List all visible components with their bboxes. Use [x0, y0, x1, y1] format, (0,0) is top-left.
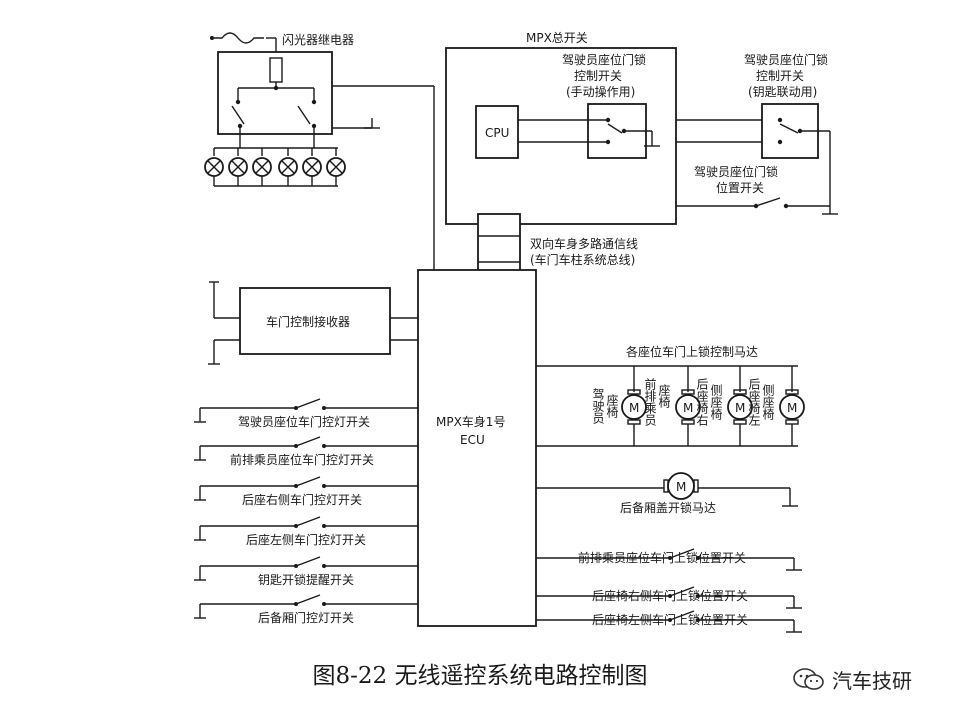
door-lock-motors-title: 各座位车门上锁控制马达 [626, 344, 758, 359]
watermark: 汽车技研 [792, 664, 912, 694]
seat-motor-1: M [621, 366, 647, 446]
left-switches: 驾驶员座位车门控灯开关前排乘员座位车门控灯开关后座右侧车门控灯开关后座左侧车门控… [194, 398, 418, 625]
door-receiver: 车门控制接收器 [208, 281, 418, 365]
left-switch-4: 后座左侧车门控灯开关 [194, 516, 418, 547]
lamp-5 [302, 148, 322, 186]
signal-lamps [204, 148, 346, 186]
lamp-6 [326, 148, 346, 186]
svg-text:后座椅右: 后座椅右 [695, 378, 709, 426]
motor-icon [621, 394, 647, 420]
left-switch-label: 驾驶员座位车门控灯开关 [238, 414, 370, 429]
seat-motor-label-driver: 驾驶员 座椅 [591, 388, 619, 425]
right-switch-2: 后座椅右侧车门上锁位置开关 [536, 586, 802, 609]
motor-symbol: M [735, 401, 745, 415]
bus-label-line2: (车门车柱系统总线) [530, 252, 635, 267]
right-switch-label: 后座椅右侧车门上锁位置开关 [592, 588, 748, 603]
left-switch-2: 前排乘员座位车门控灯开关 [194, 436, 418, 467]
ecu-label-line1: MPX车身1号 [436, 414, 505, 429]
trunk-motor-label: 后备厢盖开锁马达 [620, 500, 716, 515]
left-switch-label: 后座右侧车门控灯开关 [242, 492, 362, 507]
right-switch-label: 前排乘员座位车门上锁位置开关 [578, 550, 746, 565]
right-switch-3: 后座椅左侧车门上锁位置开关 [536, 610, 802, 633]
seat-motor-labels: 驾驶员 座椅 前排乘员 座椅 后座椅右 侧座椅 后座椅左 侧座椅 [591, 377, 775, 427]
driver-lock-switch-key: 驾驶员座位门锁 控制开关 (钥匙联动用) [744, 52, 838, 215]
lamp-1 [204, 148, 224, 186]
figure-caption: 图8-22 无线遥控系统电路控制图 [312, 663, 648, 689]
svg-text:后座椅左: 后座椅左 [747, 378, 761, 426]
motor-icon [779, 394, 805, 420]
motor-symbol: M [683, 401, 693, 415]
seat-motor-4: M [779, 366, 805, 446]
motor-symbol: M [629, 401, 639, 415]
left-switch-3: 后座右侧车门控灯开关 [194, 476, 418, 507]
flasher-relay: 闪光器继电器 [210, 32, 435, 270]
wechat-icon [793, 668, 824, 690]
seat-motor-2: M [675, 366, 701, 446]
seat-motor-label-rear-left: 后座椅左 侧座椅 [747, 378, 775, 426]
lamp-2 [228, 148, 248, 186]
flasher-relay-label: 闪光器继电器 [282, 33, 354, 47]
driver-lock-switch-manual-line3: (手动操作用) [566, 84, 635, 99]
svg-text:M: M [676, 480, 686, 494]
lamp-3 [252, 148, 272, 186]
driver-lock-position-switch-line2: 位置开关 [716, 180, 764, 195]
right-switch-label: 后座椅左侧车门上锁位置开关 [592, 612, 748, 627]
lamp-4 [278, 148, 298, 186]
svg-text:侧座椅: 侧座椅 [709, 384, 723, 420]
driver-lock-switch-manual-line2: 控制开关 [574, 69, 622, 83]
ecu-label-line2: ECU [460, 433, 485, 447]
svg-text:座椅: 座椅 [605, 393, 619, 418]
left-switch-label: 钥匙开锁提醒开关 [258, 572, 354, 587]
driver-lock-switch-key-line2: 控制开关 [756, 69, 804, 83]
motor-icon [727, 394, 753, 420]
motor-symbol: M [787, 401, 797, 415]
motor-icon [675, 394, 701, 420]
left-switch-5: 钥匙开锁提醒开关 [194, 556, 418, 587]
driver-lock-switch-key-line3: (钥匙联动用) [748, 85, 817, 99]
receiver-label: 车门控制接收器 [266, 314, 350, 329]
seat-motor-label-passenger: 前排乘员 座椅 [643, 377, 671, 427]
driver-lock-position-switch-line1: 驾驶员座位门锁 [694, 164, 778, 179]
mpx-master-switch-label: MPX总开关 [526, 31, 588, 45]
right-switch-1: 前排乘员座位车门上锁位置开关 [536, 548, 802, 571]
left-switch-label: 前排乘员座位车门控灯开关 [230, 452, 374, 467]
mpx-body-ecu: MPX车身1号 ECU [417, 269, 537, 627]
svg-text:座椅: 座椅 [657, 383, 671, 408]
seat-motor-label-rear-right: 后座椅右 侧座椅 [695, 378, 723, 426]
seat-motor-3: M [727, 366, 753, 446]
left-switch-1: 驾驶员座位车门控灯开关 [194, 398, 418, 429]
svg-text:前排乘员: 前排乘员 [643, 377, 657, 427]
left-switch-label: 后备厢门控灯开关 [258, 610, 354, 625]
mpx-master-switch: MPX总开关 CPU 驾驶员座位门锁 控制开关 (手动操作用) 驾驶员座位门锁 … [445, 31, 830, 225]
bus-label-line1: 双向车身多路通信线 [530, 236, 638, 251]
cpu-label: CPU [485, 126, 509, 140]
svg-text:驾驶员: 驾驶员 [591, 388, 605, 425]
left-switch-6: 后备厢门控灯开关 [194, 594, 418, 625]
driver-lock-switch-manual-line1: 驾驶员座位门锁 [562, 52, 646, 67]
trunk-lid-motor: M 后备厢盖开锁马达 [536, 472, 798, 515]
driver-lock-switch-key-line1: 驾驶员座位门锁 [744, 52, 828, 67]
door-lock-motors: 各座位车门上锁控制马达 [536, 344, 798, 447]
svg-text:侧座椅: 侧座椅 [761, 384, 775, 420]
left-switch-label: 后座左侧车门控灯开关 [246, 532, 366, 547]
watermark-text: 汽车技研 [832, 668, 912, 693]
